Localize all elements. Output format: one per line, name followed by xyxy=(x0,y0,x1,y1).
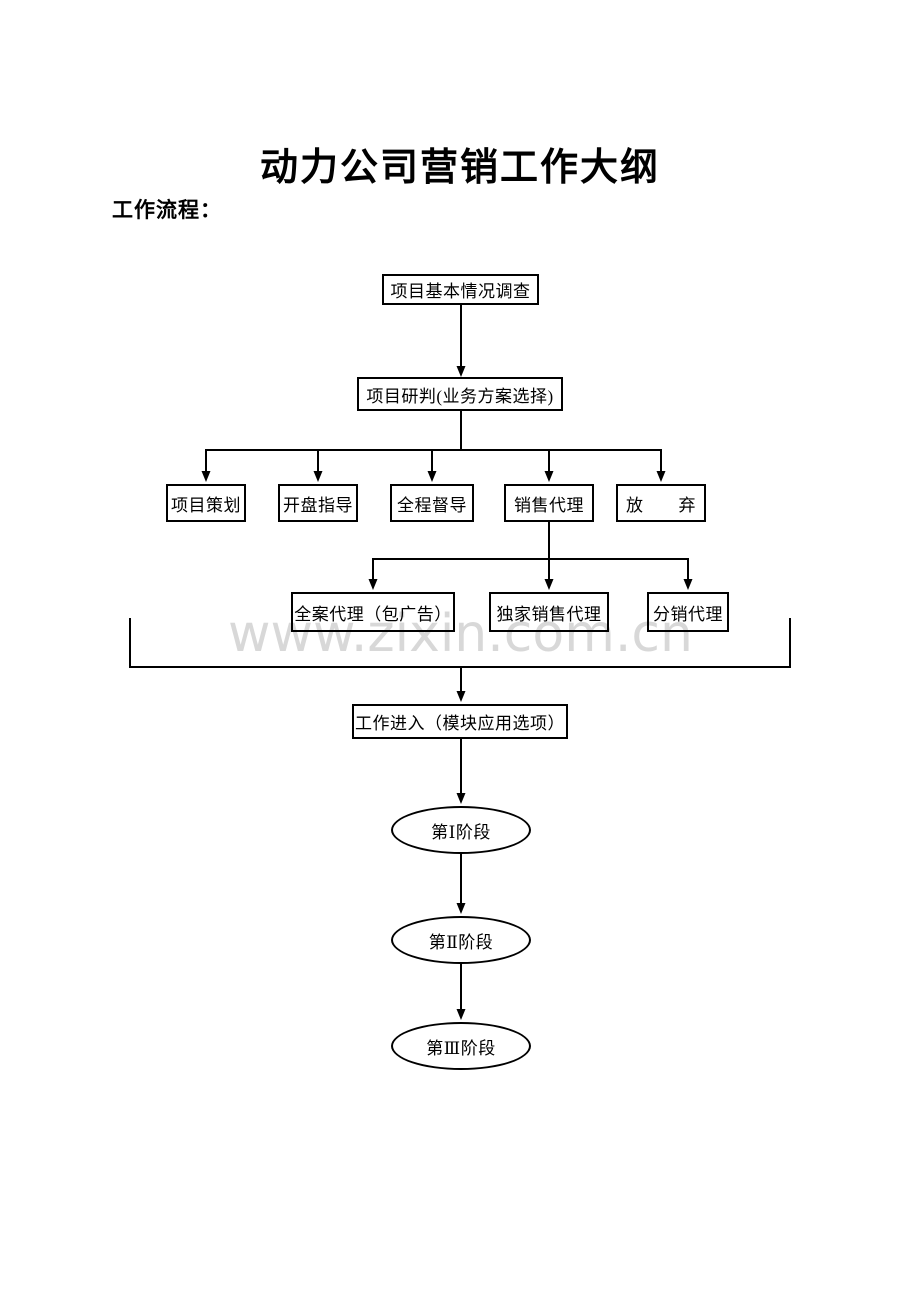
connector-research-branches xyxy=(201,411,666,482)
node-stage1: 第Ⅰ阶段 xyxy=(391,806,531,854)
node-planning: 项目策划 xyxy=(166,484,246,522)
section-label: 工作流程： xyxy=(112,199,222,222)
node-distribution-agency: 分销代理 xyxy=(647,592,729,632)
node-full-agency: 全案代理（包广告） xyxy=(291,592,455,632)
page-title: 动力公司营销工作大纲 xyxy=(259,147,660,189)
node-supervision: 全程督导 xyxy=(390,484,474,522)
connector-survey-research xyxy=(456,305,466,377)
watermark-text: www.zixin.com.cn xyxy=(228,604,693,664)
connector-stage2-stage3 xyxy=(456,964,466,1020)
node-work-entry: 工作进入（模块应用选项） xyxy=(352,704,568,739)
node-stage3: 第Ⅲ阶段 xyxy=(391,1022,531,1070)
connector-sales-branches xyxy=(368,522,693,590)
node-abandon: 放 弃 xyxy=(616,484,706,522)
node-research: 项目研判(业务方案选择) xyxy=(357,377,563,411)
node-sales-agency: 销售代理 xyxy=(504,484,594,522)
connector-stage1-stage2 xyxy=(456,854,466,914)
node-opening-guidance: 开盘指导 xyxy=(278,484,358,522)
connector-collector-bracket xyxy=(129,618,791,702)
node-exclusive-sales: 独家销售代理 xyxy=(489,592,609,632)
node-survey: 项目基本情况调查 xyxy=(382,274,539,305)
node-stage2: 第Ⅱ阶段 xyxy=(391,916,531,964)
connector-entry-stage1 xyxy=(456,739,466,804)
